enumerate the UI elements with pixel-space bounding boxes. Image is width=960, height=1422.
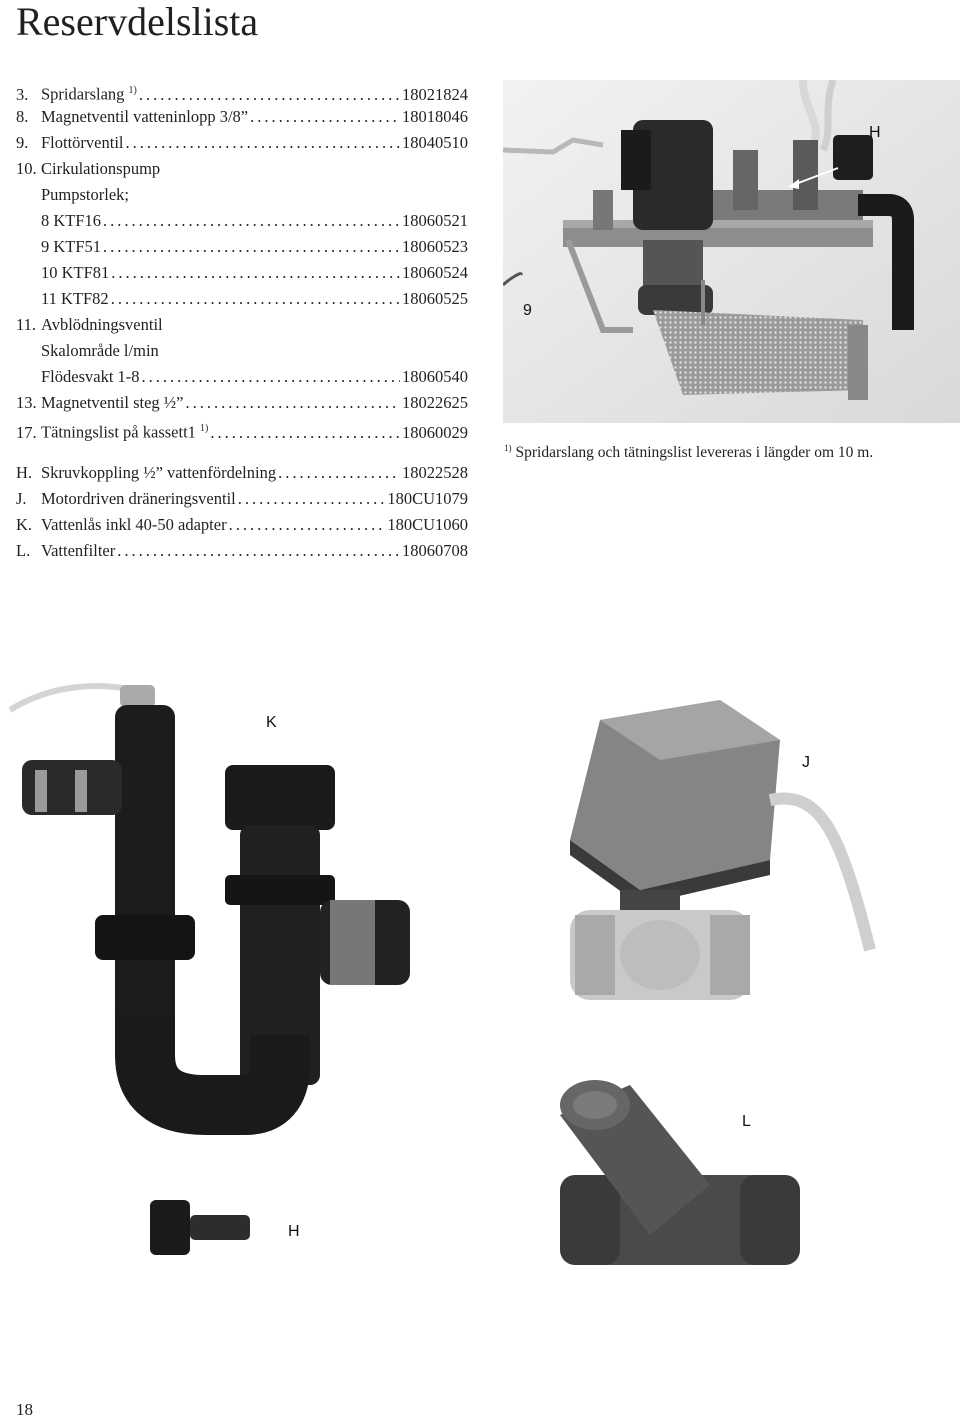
pump-assembly-photo: H 9 [503,80,960,423]
part-number: 11. [16,315,37,334]
part-number: 17. [16,422,37,442]
part-row: 9 KTF51 18060523 [16,234,468,260]
part-subheading: Skalområde l/min [16,338,468,364]
part-code: 180CU1060 [387,515,468,534]
part-row: 3. Spridarslang 1) 18021824 [16,78,468,104]
part-number: 9. [16,133,29,152]
part-number: L. [16,541,31,560]
page-title: Reservdelslista [16,0,259,44]
part-row: 8. Magnetventil vatteninlopp 3/8” 180180… [16,104,468,130]
part-label: 10 KTF81 [41,263,110,282]
part-subheading: Pumpstorlek; [16,182,468,208]
part-code: 18022528 [402,463,468,482]
parts-list: 3. Spridarslang 1) 18021824 8. Magnetven… [16,78,468,564]
part-row: H. Skruvkoppling ½” vattenfördelning 180… [16,460,468,486]
part-label: Flottörventil [41,133,124,152]
motor-valve-illustration [570,700,876,1000]
part-label: Vattenfilter [41,541,116,560]
water-filter-photo [550,1075,810,1280]
motor-valve-photo [540,700,920,1030]
part-label: Magnetventil steg ½” [41,393,184,412]
part-row: 10. Cirkulationspump [16,156,468,182]
label-l: L [742,1113,751,1130]
leader-dots [126,130,401,156]
part-row: L. Vattenfilter 18060708 [16,538,468,564]
part-number: 10. [16,159,37,178]
part-label: Spridarslang 1) [41,84,137,104]
page-number: 18 [16,1400,33,1419]
leader-dots [238,486,386,512]
part-number: 3. [16,84,29,104]
leader-dots [117,538,400,564]
part-row: 11 KTF82 18060525 [16,286,468,312]
label-h-bottom: H [288,1223,300,1240]
part-row: 8 KTF16 18060521 [16,208,468,234]
part-code: 18022625 [402,393,468,412]
part-row: 11. Avblödningsventil [16,312,468,338]
part-row: Flödesvakt 1-8 18060540 [16,364,468,390]
part-label: Tätningslist på kassett1 1) [41,422,209,442]
part-label: Skalområde l/min [41,341,159,360]
part-number: J. [16,489,27,508]
footnote: 1)Spridarslang och tätningslist leverera… [504,443,873,462]
part-number: 8. [16,107,29,126]
leader-dots [210,420,400,446]
part-row: 13. Magnetventil steg ½” 18022625 [16,390,468,416]
footnote-marker: 1) [504,443,512,453]
water-trap-photo: H [0,675,480,1275]
footnote-ref: 1) [200,423,209,434]
part-label: Skruvkoppling ½” vattenfördelning [41,463,277,482]
leader-dots [250,104,400,130]
part-row: K. Vattenlås inkl 40-50 adapter 180CU106… [16,512,468,538]
part-code: 18018046 [402,107,468,126]
part-row: 9. Flottörventil 18040510 [16,130,468,156]
leader-dots [103,234,400,260]
part-label: 11 KTF82 [41,289,109,308]
part-code: 18060521 [402,211,468,230]
water-filter-illustration [560,1080,800,1265]
part-label: 8 KTF16 [41,211,102,230]
part-code: 18060523 [402,237,468,256]
footnote-text: Spridarslang och tätningslist levereras … [515,444,874,462]
part-number: 13. [16,393,37,412]
part-code: 18060029 [402,422,468,442]
part-code: 18060525 [402,289,468,308]
part-label: Motordriven dräneringsventil [41,489,236,508]
part-label: 9 KTF51 [41,237,102,256]
part-label: Pumpstorlek; [41,185,130,204]
water-trap-illustration [8,683,410,1255]
part-row: J. Motordriven dräneringsventil 180CU107… [16,486,468,512]
label-h-top: H [869,124,881,141]
leader-dots [186,390,400,416]
part-label: Avblödningsventil [41,315,163,334]
part-number: H. [16,463,33,482]
leader-dots [142,364,400,390]
leader-dots [229,512,386,538]
label-j: J [802,754,810,771]
leader-dots [278,460,400,486]
part-label: Magnetventil vatteninlopp 3/8” [41,107,249,126]
part-number: K. [16,515,33,534]
part-row: 10 KTF81 18060524 [16,260,468,286]
part-label: Flödesvakt 1-8 [41,367,140,386]
part-code: 18021824 [402,84,468,104]
footnote-ref: 1) [128,85,137,96]
leader-dots [103,208,400,234]
part-code: 18060540 [402,367,468,386]
part-code: 18060524 [402,263,468,282]
part-label: Cirkulationspump [41,159,161,178]
part-label: Vattenlås inkl 40-50 adapter [41,515,227,534]
label-k: K [266,714,277,731]
pump-assembly-illustration [503,80,960,423]
part-code: 18040510 [402,133,468,152]
part-code: 18060708 [402,541,468,560]
leader-dots [111,260,400,286]
label-9: 9 [523,302,532,319]
leader-dots [111,286,400,312]
part-row: 17. Tätningslist på kassett1 1) 18060029 [16,416,468,442]
part-code: 180CU1079 [387,489,468,508]
